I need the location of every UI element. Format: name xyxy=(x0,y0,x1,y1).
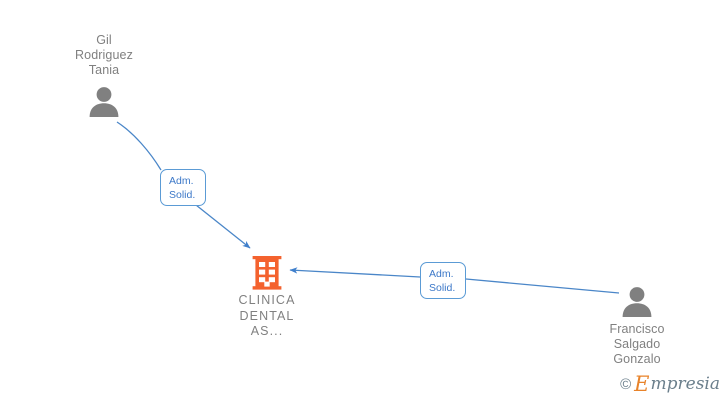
brand-name: mpresia xyxy=(650,374,721,394)
person-left-label: Gil Rodriguez Tania xyxy=(75,33,133,77)
brand-initial: E xyxy=(634,372,650,396)
node-person-left[interactable]: Gil Rodriguez Tania xyxy=(24,33,184,118)
relation-label-right[interactable]: Adm. Solid. xyxy=(420,262,466,299)
person-right-label: Francisco Salgado Gonzalo xyxy=(609,322,665,366)
edge-person-left-to-label xyxy=(116,121,162,171)
person-icon xyxy=(89,87,119,117)
building-icon xyxy=(252,256,282,290)
node-person-right[interactable]: Francisco Salgado Gonzalo xyxy=(557,284,717,367)
person-icon xyxy=(622,287,652,317)
node-company-center[interactable]: CLINICA DENTAL AS... xyxy=(182,256,352,340)
company-center-label: CLINICA DENTAL AS... xyxy=(238,293,296,338)
copyright-icon: © xyxy=(620,376,632,393)
relation-label-left[interactable]: Adm. Solid. xyxy=(160,169,206,206)
watermark-empresia: © E mpresia xyxy=(620,374,720,395)
edge-label-to-company-left xyxy=(195,204,251,249)
